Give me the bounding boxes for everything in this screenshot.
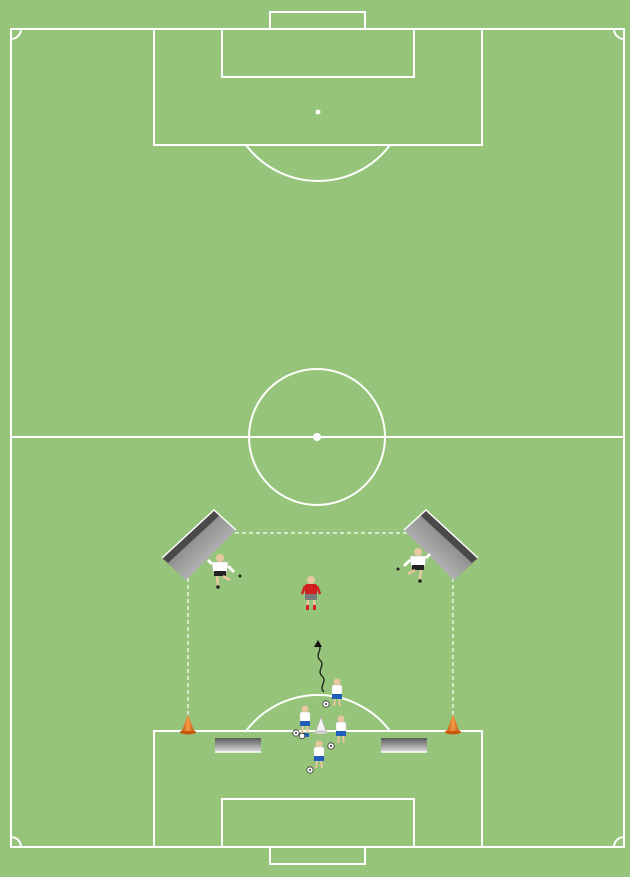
ball-3 (328, 743, 334, 749)
mini-goal-bottom-right (381, 738, 427, 752)
center-spot (313, 433, 321, 441)
ball-4 (307, 767, 313, 773)
mini-goal-bottom-left (215, 738, 261, 752)
top-penalty-spot (316, 110, 321, 115)
ball-2 (293, 730, 299, 736)
ball-1 (323, 701, 329, 707)
ball-5 (299, 733, 305, 739)
